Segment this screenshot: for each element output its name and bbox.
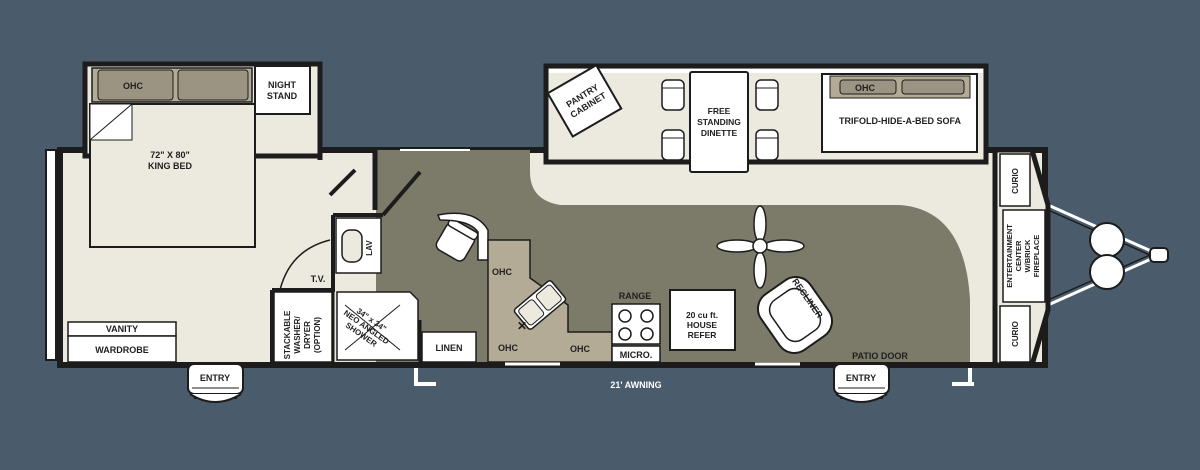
ceiling-fan-icon: [716, 205, 805, 289]
sofa-ohc-label: OHC: [855, 83, 876, 93]
range-label: RANGE: [619, 291, 652, 301]
ohc-kitchen-bottom-left: OHC: [498, 343, 519, 353]
entry-left-label: ENTRY: [200, 373, 230, 383]
refrigerator: [669, 289, 736, 351]
ohc-kitchen-bottom-right: OHC: [570, 344, 591, 354]
entry-right-label: ENTRY: [846, 373, 876, 383]
curio-bottom: [999, 305, 1031, 363]
dinette-chair: [755, 129, 779, 161]
vanity-label: VANITY: [106, 324, 138, 334]
linen-label: LINEN: [436, 343, 463, 353]
rear-wall: [45, 149, 57, 361]
shower: [336, 291, 419, 361]
dinette-table: [689, 71, 749, 173]
entertainment-label: ENTERTAINMENTCENTERW/BRICKFIREPLACE: [1005, 224, 1041, 288]
toilet: [435, 218, 479, 262]
wardrobe: [67, 335, 177, 363]
curio-top: [999, 153, 1031, 207]
entry-steps-left: [187, 363, 244, 403]
king-bed-label: 72" X 80"KING BED: [148, 150, 193, 171]
curio-bottom-label: CURIO: [1011, 321, 1020, 347]
pantry-cabinet: [546, 63, 623, 138]
ohc-kitchen-left: OHC: [492, 267, 513, 277]
awning-bracket: [414, 368, 418, 386]
burner-icon: [640, 327, 654, 341]
awning-bracket: [968, 368, 972, 386]
kitchen-sink: [513, 280, 567, 330]
micro-label: MICRO.: [620, 350, 653, 360]
curio-top-label: CURIO: [1011, 168, 1020, 194]
burner-icon: [618, 327, 632, 341]
entry-steps-right: [833, 363, 890, 403]
bath-door: [381, 170, 422, 217]
recliner: [756, 276, 834, 354]
tv-label: T.V.: [311, 274, 326, 284]
awning-label: 21' AWNING: [610, 380, 661, 390]
dinette-chair: [755, 79, 779, 111]
patio-door-label: PATIO DOOR: [852, 351, 908, 361]
lav-sink: [341, 229, 363, 263]
burner-icon: [618, 309, 632, 323]
king-bed: [89, 103, 256, 248]
faucet-icon: ✕: [517, 319, 527, 333]
bedroom-ohc-label: OHC: [123, 81, 144, 91]
washer-label: STACKABLEWASHER/DRYER(OPTION): [283, 310, 322, 359]
dinette-chair: [661, 79, 685, 111]
sofa-label: TRIFOLD-HIDE-A-BED SOFA: [839, 116, 961, 126]
entertainment-center: [1002, 209, 1046, 303]
dinette-chair: [661, 129, 685, 161]
hitch: [1047, 203, 1169, 307]
propane-tank: [1089, 222, 1125, 258]
tv-door-arc: [279, 239, 331, 291]
linen-closet: [421, 331, 477, 363]
night-stand: [254, 65, 311, 115]
bedroom-door: [328, 168, 357, 197]
washer-dryer: [273, 291, 333, 363]
wardrobe-label: WARDROBE: [95, 345, 149, 355]
range: [611, 303, 661, 345]
propane-tank: [1089, 254, 1125, 290]
lav-label: LAV: [365, 240, 374, 256]
burner-icon: [640, 309, 654, 323]
microwave: [611, 345, 661, 363]
